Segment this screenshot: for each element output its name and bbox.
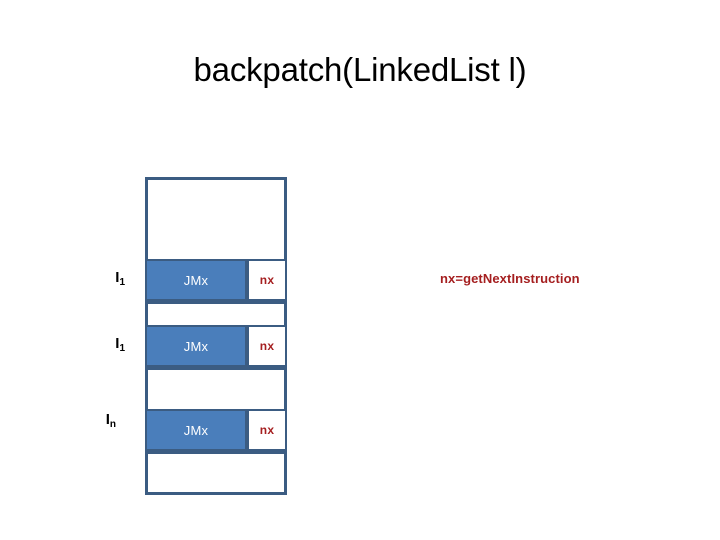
- instruction-row-label-subscript: 1: [119, 343, 125, 354]
- instruction-row[interactable]: JMx nx: [145, 259, 287, 301]
- instruction-row-label-base: I: [115, 269, 120, 286]
- instruction-operand-cell[interactable]: nx: [247, 409, 287, 451]
- instruction-operand-cell[interactable]: nx: [247, 259, 287, 301]
- instruction-row[interactable]: JMx nx: [145, 409, 287, 451]
- row-divider: [145, 367, 287, 370]
- row-divider: [145, 301, 287, 304]
- instruction-row-label-base: I: [115, 335, 120, 352]
- annotation-text: nx=getNextInstruction: [440, 271, 580, 286]
- instruction-row[interactable]: JMx nx: [145, 325, 287, 367]
- instruction-opcode-cell[interactable]: JMx: [145, 325, 247, 367]
- instruction-opcode-cell[interactable]: JMx: [145, 409, 247, 451]
- instruction-row-label-n: In: [70, 411, 116, 431]
- instruction-row-label-subscript: n: [109, 419, 116, 430]
- instruction-row-label-subscript: 1: [119, 277, 125, 288]
- instruction-row-label-2: I1: [79, 335, 125, 355]
- row-divider: [145, 451, 287, 454]
- instruction-list-box: JMx nx JMx nx JMx nx: [145, 177, 287, 495]
- instruction-operand-cell[interactable]: nx: [247, 325, 287, 367]
- page-title: backpatch(LinkedList l): [193, 51, 527, 88]
- instruction-row-label-1: I1: [79, 269, 125, 289]
- instruction-row-label-base: I: [105, 411, 110, 428]
- instruction-opcode-cell[interactable]: JMx: [145, 259, 247, 301]
